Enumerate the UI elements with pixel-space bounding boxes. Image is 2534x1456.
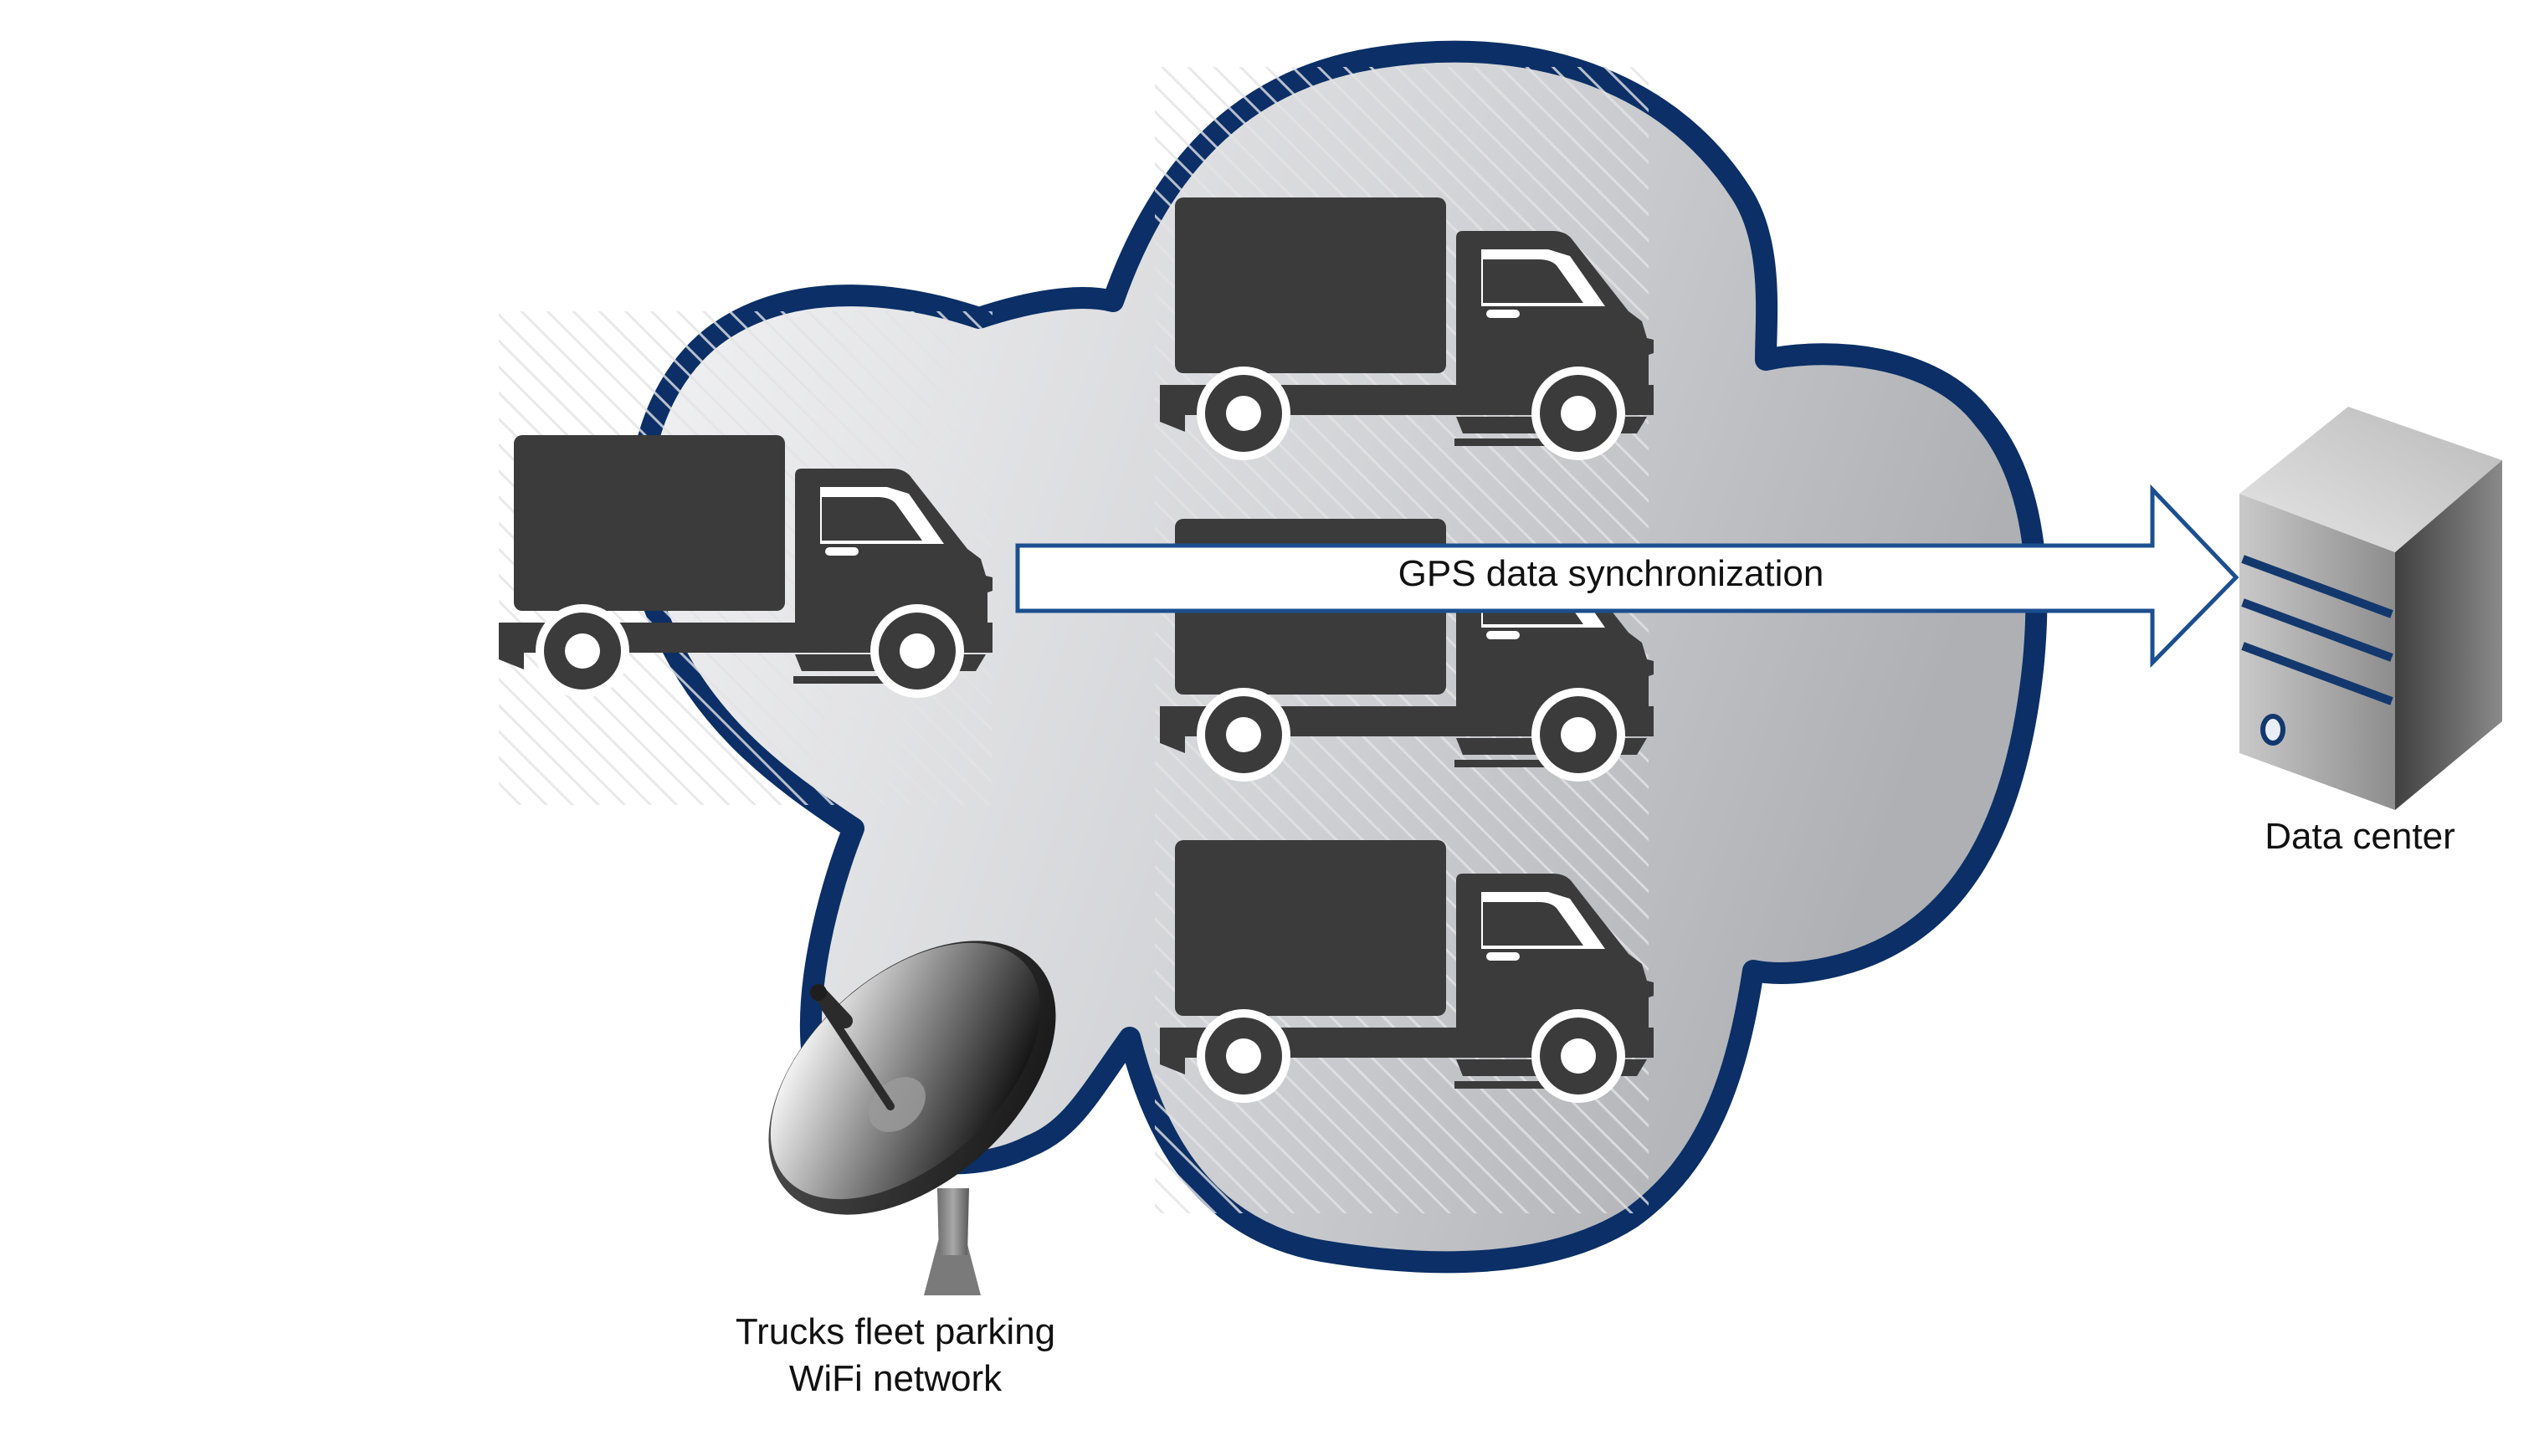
datacenter-label: Data center bbox=[2265, 816, 2455, 857]
arrow-label: GPS data synchronization bbox=[1398, 553, 1824, 594]
wifi-network-label: Trucks fleet parking WiFi network bbox=[636, 1309, 1155, 1402]
server-icon bbox=[2239, 407, 2502, 810]
arrow-shape bbox=[1015, 484, 2239, 669]
wifi-label-line1: Trucks fleet parking bbox=[735, 1311, 1056, 1352]
wifi-label-line2: WiFi network bbox=[788, 1358, 1003, 1399]
satellite-dish-icon bbox=[768, 941, 1056, 1295]
